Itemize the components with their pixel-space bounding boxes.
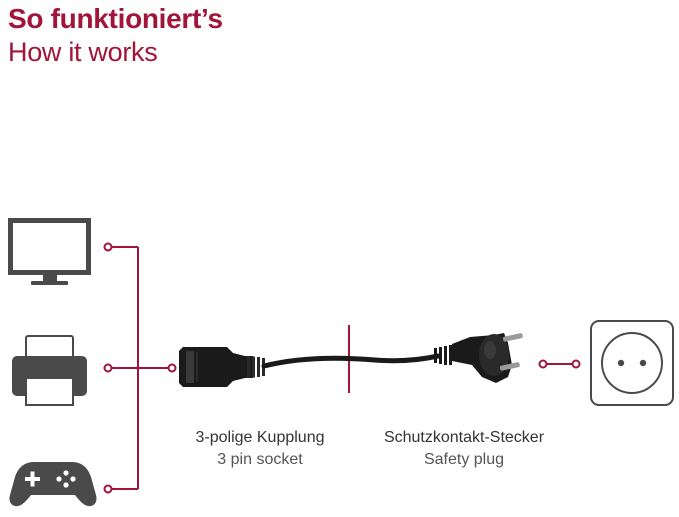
monitor-icon bbox=[8, 218, 91, 285]
power-cable bbox=[179, 333, 523, 387]
plug-label-en: Safety plug bbox=[423, 451, 505, 468]
socket-label: 3-polige Kupplung 3 pin socket bbox=[170, 427, 350, 471]
schuko-plug bbox=[434, 333, 523, 383]
connector-dots bbox=[103, 242, 581, 494]
gamepad-icon bbox=[9, 462, 97, 507]
wall-socket-icon bbox=[590, 320, 674, 406]
c13-socket bbox=[179, 347, 265, 387]
plug-label: Schutzkontakt-Stecker Safety plug bbox=[368, 427, 560, 471]
socket-label-en: 3 pin socket bbox=[217, 451, 303, 468]
plug-label-de: Schutzkontakt-Stecker bbox=[383, 429, 545, 446]
page-title: So funktioniert’s bbox=[8, 3, 223, 34]
printer-icon bbox=[12, 335, 87, 406]
page-subtitle: How it works bbox=[8, 37, 158, 67]
socket-label-de: 3-polige Kupplung bbox=[195, 429, 325, 446]
connector-lines bbox=[111, 246, 576, 490]
